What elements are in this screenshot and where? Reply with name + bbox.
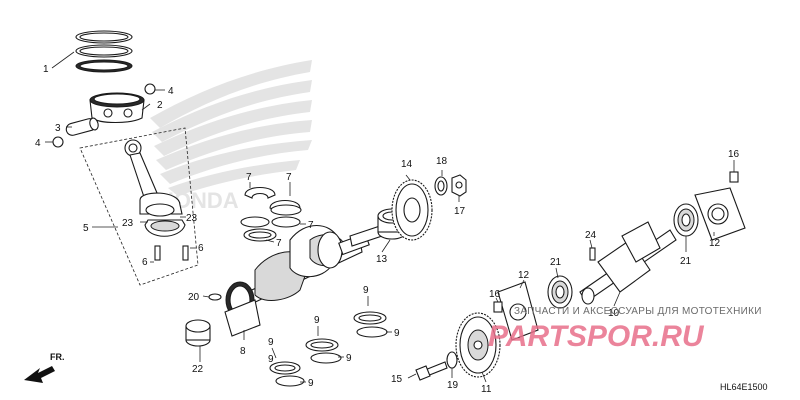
callout-8: 8 <box>240 346 246 357</box>
balancer-shaft <box>579 221 677 305</box>
nut-17 <box>451 174 467 197</box>
callout-7-a: 7 <box>246 172 252 183</box>
balancer-driven-gear <box>455 312 501 378</box>
o-ring <box>208 293 222 301</box>
callout-16-left: 16 <box>489 289 501 300</box>
honda-wing-logo: HONDA <box>150 60 312 213</box>
leader-lines <box>45 51 735 383</box>
crank-bearing-shells-upper <box>240 186 302 242</box>
callout-5: 5 <box>83 223 89 234</box>
washer-19 <box>446 351 458 369</box>
piston-rings <box>75 30 133 73</box>
callout-6-right: 6 <box>198 243 204 254</box>
callout-3: 3 <box>55 123 61 134</box>
callout-10: 10 <box>608 308 620 319</box>
front-direction-arrow: FR. <box>24 352 65 383</box>
callout-2: 2 <box>157 100 163 111</box>
bolt-16-right <box>729 171 739 183</box>
callout-20: 20 <box>188 292 200 303</box>
callout-9-d: 9 <box>346 353 352 364</box>
ball-bearing-right <box>673 203 699 237</box>
callout-11: 11 <box>481 384 492 395</box>
callout-9-f: 9 <box>308 378 314 389</box>
callout-18: 18 <box>436 156 448 167</box>
callout-21-right: 21 <box>680 256 692 267</box>
diagram-code: HL64E1500 <box>720 382 768 392</box>
callout-16-right: 16 <box>728 149 740 160</box>
callout-1: 1 <box>43 64 49 75</box>
watermark-brand: PARTSPOR.RU <box>488 320 705 353</box>
primary-drive-gear <box>391 179 433 241</box>
callout-4-top: 4 <box>168 86 174 97</box>
callout-15: 15 <box>391 374 403 385</box>
callout-7-b: 7 <box>286 172 292 183</box>
crank-bearing-shells-lower <box>269 311 388 387</box>
callout-13: 13 <box>376 254 388 265</box>
callout-7-c: 7 <box>308 220 314 231</box>
callout-6-left: 6 <box>142 257 148 268</box>
front-direction-label: FR. <box>50 352 65 362</box>
bolt-15 <box>415 361 448 381</box>
callout-labels: 1 2 3 4 4 5 6 6 23 23 7 7 7 7 8 13 14 18… <box>35 64 740 395</box>
callout-12-right: 12 <box>709 238 721 249</box>
callout-7-d: 7 <box>276 238 282 249</box>
callout-9-a: 9 <box>363 285 369 296</box>
callout-12-left: 12 <box>518 270 530 281</box>
bolt-16-left <box>493 301 503 313</box>
needle-bearing-22 <box>185 319 211 347</box>
bearing-holder-plate-right <box>694 187 746 241</box>
callout-24: 24 <box>585 230 597 241</box>
piston <box>89 92 145 124</box>
callout-9-e: 9 <box>268 337 274 348</box>
watermark-tagline: ЗАПЧАСТИ И АКСЕССУАРЫ ДЛЯ МОТОТЕХНИКИ <box>514 306 762 317</box>
callout-14: 14 <box>401 159 413 170</box>
washer-18 <box>434 176 448 196</box>
piston-pin <box>65 117 99 136</box>
ball-bearing-left <box>547 275 573 309</box>
crankshaft <box>224 225 383 337</box>
callout-22: 22 <box>192 364 204 375</box>
callout-9-g: 9 <box>268 354 274 365</box>
callout-4-left: 4 <box>35 138 41 149</box>
bearing-holder-plate-left <box>497 281 539 341</box>
callout-21-left: 21 <box>550 257 562 268</box>
callout-9-c: 9 <box>314 315 320 326</box>
dowel-pin <box>589 247 596 261</box>
callout-23-right: 23 <box>186 213 198 224</box>
connecting-rod-assembly <box>79 127 199 286</box>
callout-19: 19 <box>447 380 459 391</box>
callout-9-b: 9 <box>394 328 400 339</box>
piston-pin-clip <box>52 83 156 148</box>
callout-23-left: 23 <box>122 218 134 229</box>
callout-17: 17 <box>454 206 466 217</box>
